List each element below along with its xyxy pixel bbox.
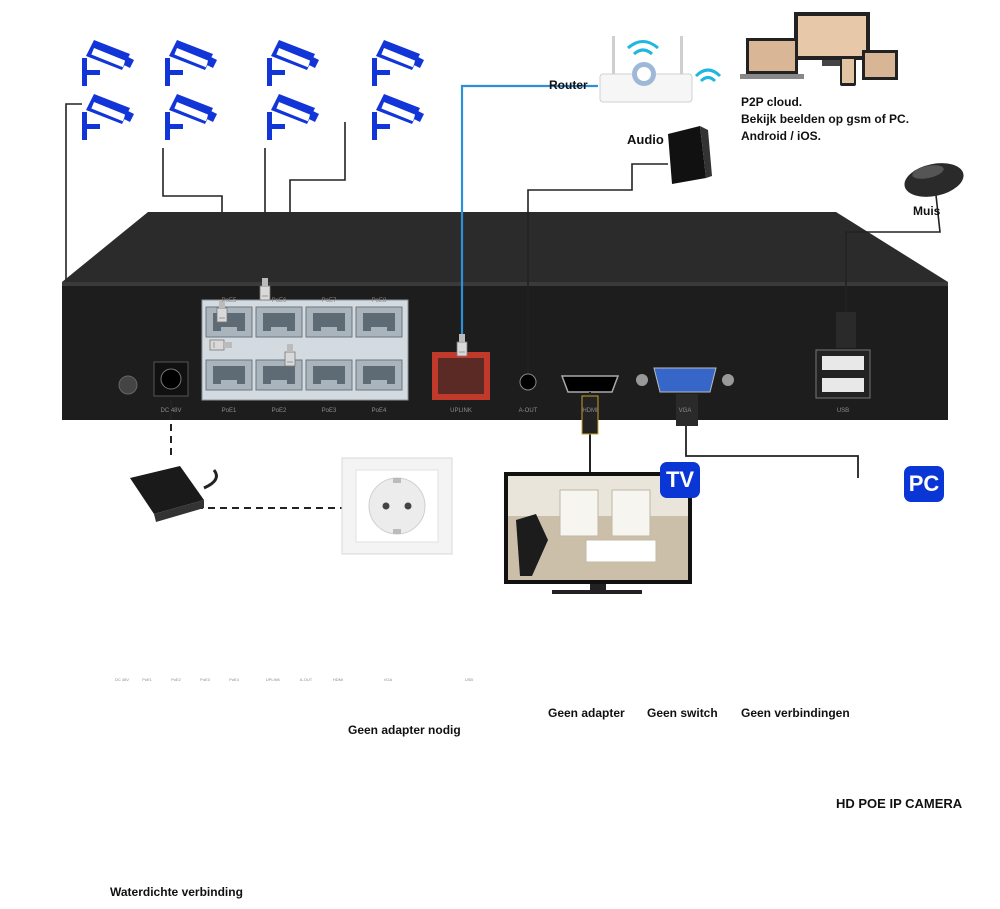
- poe-port-label: PoE6: [272, 298, 287, 304]
- power-dashed-line: [170, 400, 346, 509]
- no-adapter-needed-label: Geen adapter nodig: [348, 723, 461, 737]
- camera-icon: [267, 94, 319, 140]
- no-switch-label: Geen switch: [647, 706, 718, 720]
- hdmi-port-label: HDMI: [582, 408, 598, 414]
- poe-port-label: PoE4: [372, 408, 387, 414]
- camera-icon: [82, 94, 134, 140]
- router-label: Router: [549, 78, 588, 92]
- usb-ports: [815, 349, 871, 399]
- tv-icon: [504, 472, 692, 594]
- vga-plug: [676, 394, 698, 426]
- no-connections-label: Geen verbindingen: [741, 706, 850, 720]
- poe-port-label: PoE8: [372, 298, 387, 304]
- p2p-devices-icon: [740, 12, 898, 86]
- tv-badge: TV: [660, 462, 700, 498]
- hd-poe-camera-label: HD POE IP CAMERA: [836, 796, 963, 811]
- poe-port-label: PoE1: [142, 677, 153, 682]
- wifi-icon: [627, 40, 722, 83]
- camera-icon: [165, 94, 217, 140]
- camera-icon: [82, 40, 134, 86]
- power-port-label: DC 48V: [160, 408, 181, 414]
- poe-port-label: PoE2: [171, 677, 182, 682]
- p2p-line-2: Bekijk beelden op gsm of PC.: [741, 112, 910, 126]
- camera-icon: [372, 40, 424, 86]
- mouse-icon: [904, 163, 964, 197]
- uplink-port: [432, 352, 490, 400]
- wall-socket-icon: [341, 457, 453, 555]
- poe-port-label: PoE4: [229, 677, 240, 682]
- no-adapter-label: Geen adapter: [548, 706, 625, 720]
- speaker-icon: [668, 126, 712, 184]
- p2p-line-1: P2P cloud.: [741, 95, 803, 109]
- camera-icon: [165, 40, 217, 86]
- uplink-port-label: UPLINK: [450, 408, 472, 414]
- hdmi-port: [560, 375, 620, 393]
- waterproof-label: Waterdichte verbinding: [110, 885, 243, 899]
- mouse-label: Muis: [913, 204, 941, 218]
- p2p-line-3: Android / iOS.: [741, 129, 821, 143]
- mouse-usb-plug: [836, 312, 856, 348]
- poe-port-label: PoE3: [322, 408, 337, 414]
- poe-port-label: PoE7: [322, 298, 337, 304]
- uplink-port-label: UPLINK: [266, 677, 281, 682]
- camera-icon: [267, 40, 319, 86]
- poe-port-label: PoE2: [272, 408, 287, 414]
- usb-port-label: USB: [465, 677, 474, 682]
- power-adapter-icon: [130, 466, 218, 522]
- vga-port: [636, 367, 734, 393]
- camera-icon: [372, 94, 424, 140]
- nvr-recorder-main: [62, 212, 948, 420]
- router-icon: [599, 36, 693, 103]
- vga-port-label: VGA: [384, 677, 393, 682]
- audio-port-label: A-OUT: [300, 677, 313, 682]
- audio-port-label: A-OUT: [519, 408, 538, 414]
- pc-badge: PC: [904, 466, 944, 502]
- poe-port-label: PoE1: [222, 408, 237, 414]
- mouse-cable: [845, 185, 941, 342]
- audio-label: Audio: [627, 132, 664, 147]
- router-cable: [460, 84, 598, 350]
- hdmi-plug: [581, 395, 599, 435]
- poe-port-label: PoE3: [200, 677, 211, 682]
- audio-out-port: [519, 373, 537, 391]
- usb-port-label: USB: [837, 408, 849, 414]
- audio-cable: [527, 163, 668, 372]
- poe-port-label: PoE5: [222, 298, 237, 304]
- hdmi-port-label: HDMI: [333, 677, 343, 682]
- vga-port-label: VGA: [679, 408, 692, 414]
- power-port-label: DC 48V: [115, 677, 129, 682]
